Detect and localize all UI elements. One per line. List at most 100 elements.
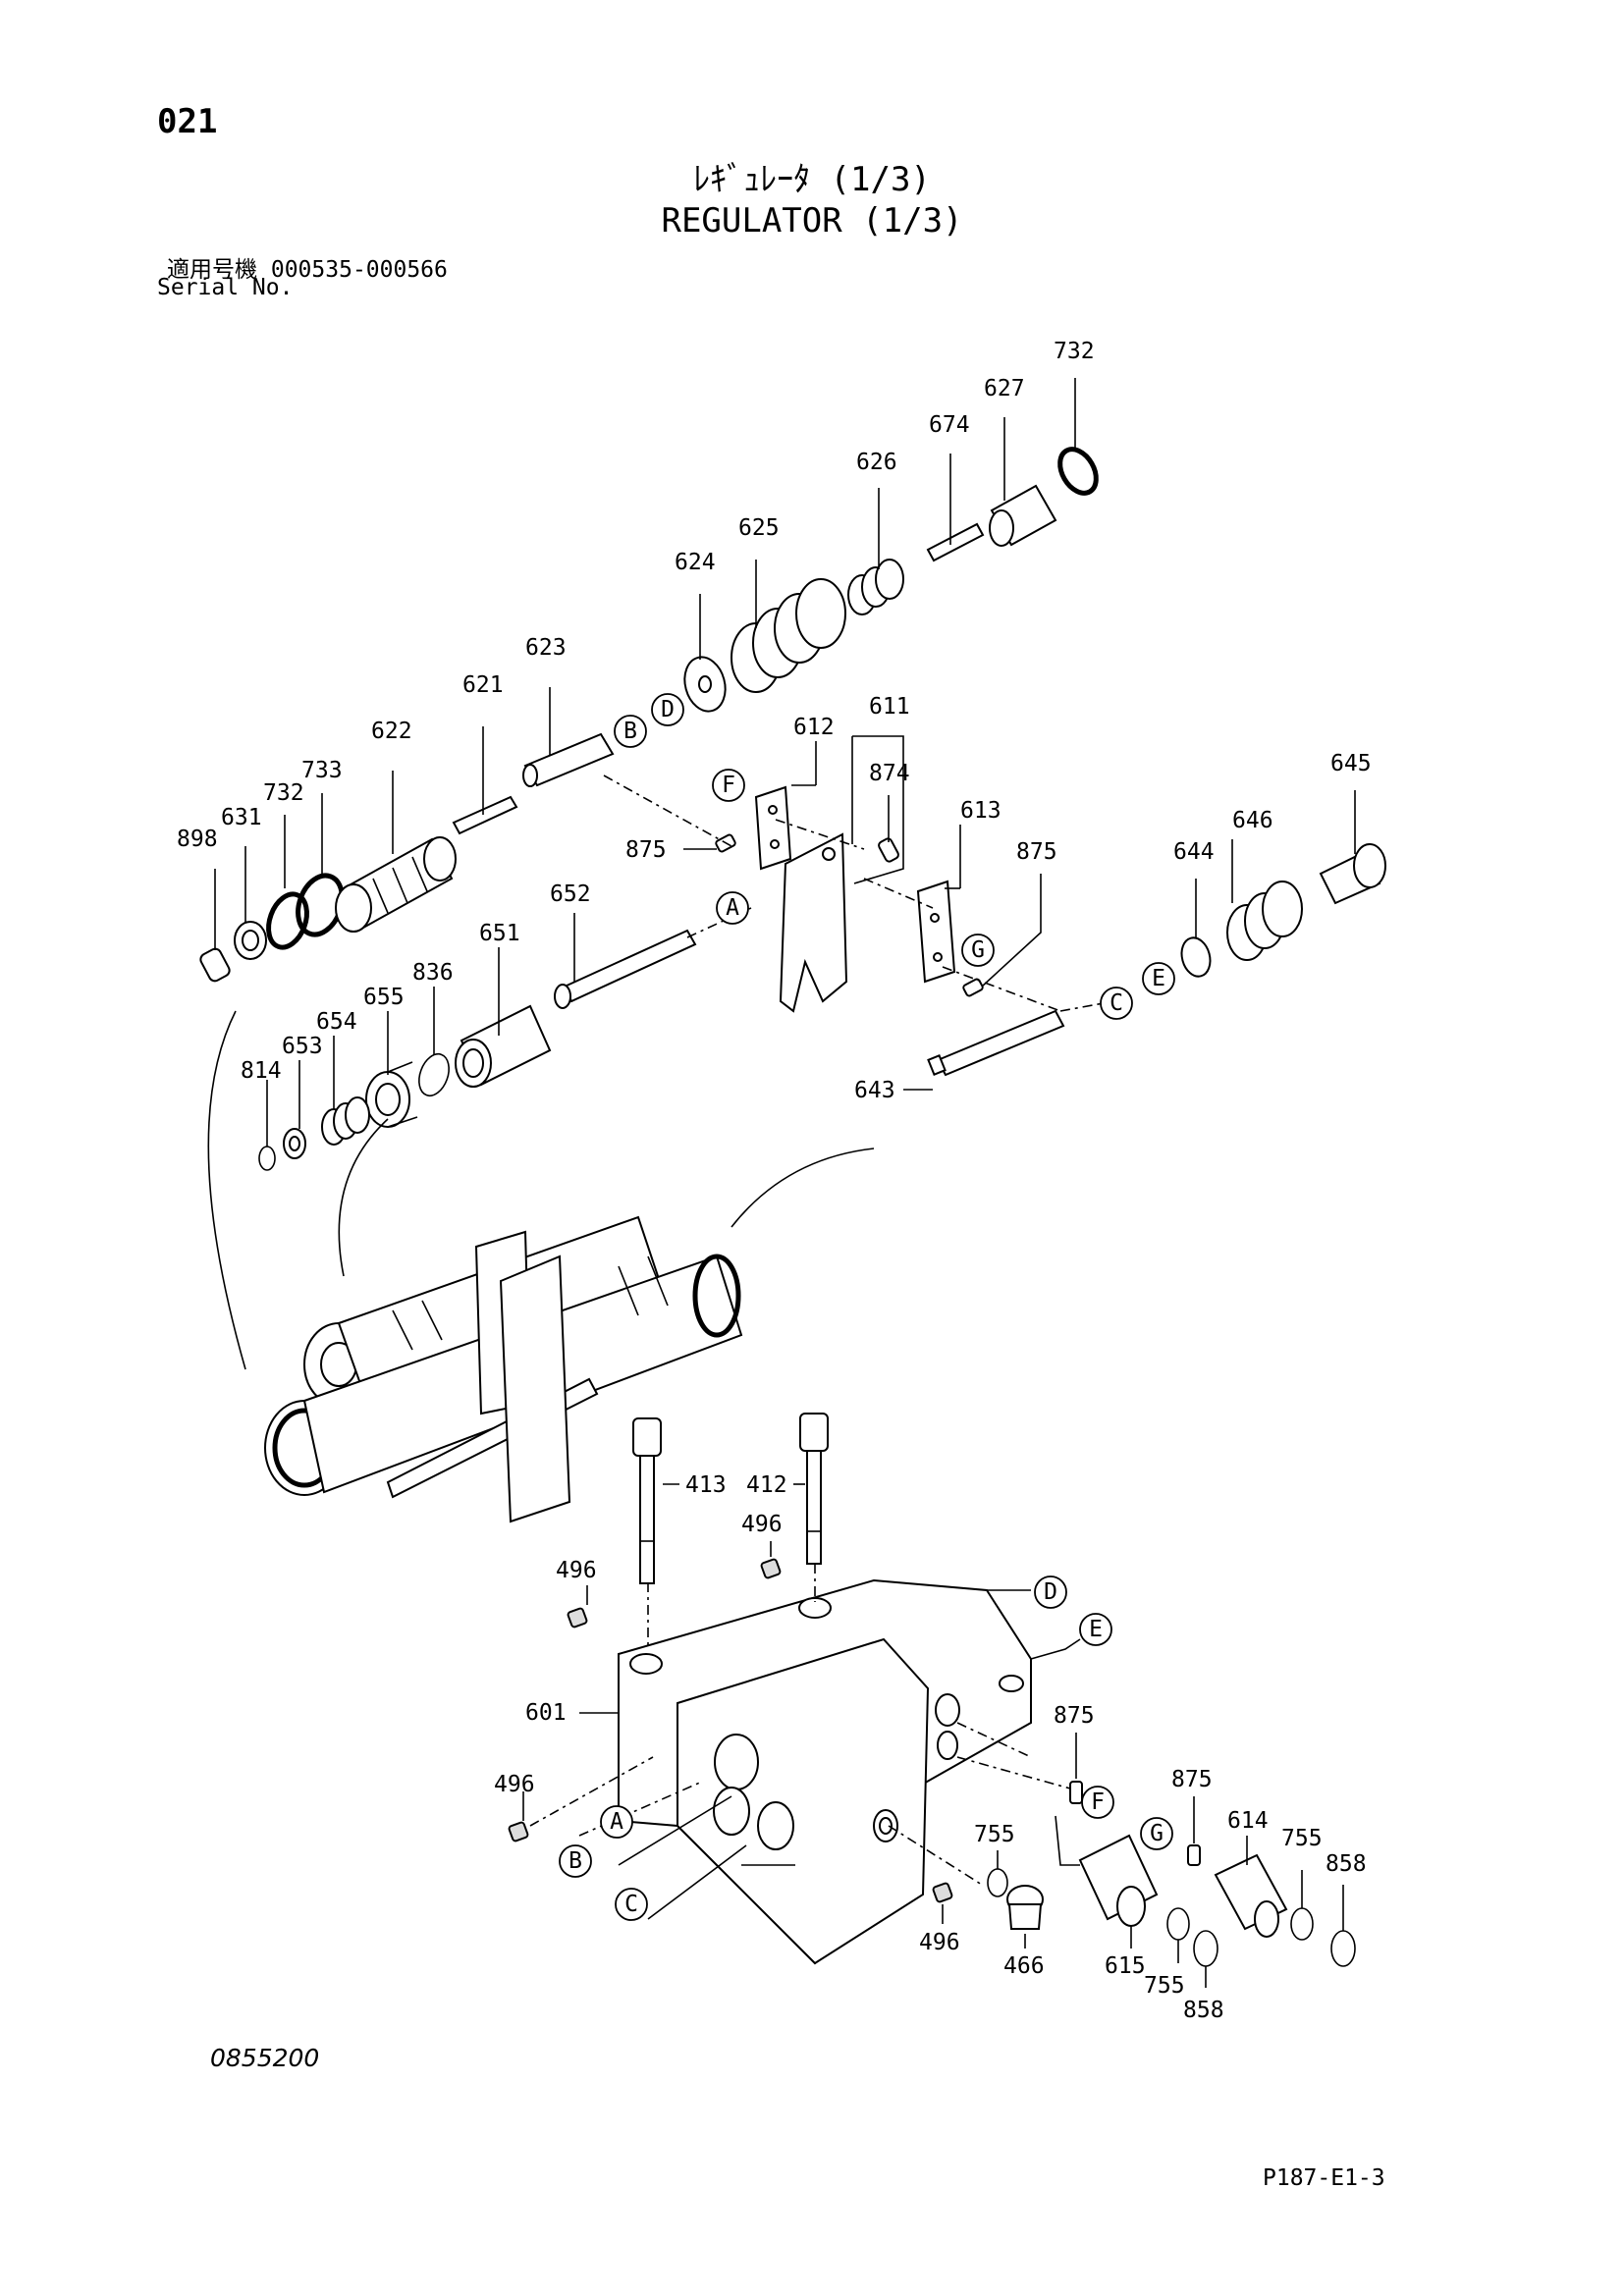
svg-text:C: C <box>624 1892 638 1917</box>
part-653-seat <box>283 1128 306 1159</box>
svg-text:D: D <box>1044 1579 1057 1605</box>
callout-labels: 898 631 732 733 622 621 623 624 625 626 … <box>177 339 1372 2023</box>
part-646-spring <box>1226 881 1303 961</box>
page-code: P187-E1-3 <box>1263 2165 1385 2191</box>
callout-652: 652 <box>550 881 591 907</box>
part-732-o-ring <box>266 891 309 950</box>
callout-733: 733 <box>301 758 343 783</box>
part-674-pin <box>926 522 985 562</box>
reference-circle-b-upper: B <box>614 715 647 748</box>
svg-text:B: B <box>623 719 637 744</box>
callout-496-a: 496 <box>741 1512 783 1537</box>
callout-613: 613 <box>960 798 1001 824</box>
svg-text:E: E <box>1089 1617 1103 1642</box>
callout-412: 412 <box>746 1472 787 1498</box>
part-413-bolt <box>632 1417 662 1584</box>
part-655-sleeve <box>365 1061 418 1128</box>
part-654-spring <box>321 1096 370 1146</box>
reference-circle-e-upper: E <box>1142 962 1175 995</box>
svg-text:G: G <box>1150 1821 1164 1846</box>
reference-circle-g-lower: G <box>1140 1817 1173 1850</box>
part-898-plug <box>199 947 231 983</box>
part-732-o-ring-top <box>1057 447 1099 496</box>
callout-645: 645 <box>1330 751 1372 776</box>
callout-755-b: 755 <box>1144 1973 1185 1999</box>
callout-496-d: 496 <box>919 1930 960 1955</box>
part-624-seat <box>683 656 727 713</box>
callout-612: 612 <box>793 715 835 740</box>
callout-755-a: 755 <box>974 1822 1015 1847</box>
callout-496-c: 496 <box>494 1772 535 1797</box>
svg-text:G: G <box>971 937 985 963</box>
page-number: 021 <box>157 102 218 141</box>
callout-732-top: 732 <box>1054 339 1095 364</box>
part-466-plug <box>1006 1885 1044 1930</box>
callout-621: 621 <box>462 672 504 698</box>
part-651-sleeve <box>455 1004 552 1088</box>
part-875-pin-right <box>962 978 984 997</box>
reference-circle-f-lower: F <box>1081 1786 1114 1819</box>
callout-625: 625 <box>738 515 780 541</box>
part-614-sleeve <box>1214 1853 1288 1938</box>
callout-654: 654 <box>316 1009 357 1035</box>
part-652-spool <box>554 929 697 1009</box>
callout-466: 466 <box>1003 1953 1045 1979</box>
callout-858-b: 858 <box>1326 1851 1367 1877</box>
part-875-pin-lower-b <box>1187 1844 1201 1866</box>
callout-646: 646 <box>1232 808 1273 833</box>
part-874-pin <box>878 837 899 863</box>
callout-655: 655 <box>363 985 405 1010</box>
part-858-snap-ring-b <box>1330 1930 1356 1967</box>
callout-814: 814 <box>241 1058 282 1084</box>
reference-circle-g-upper: G <box>961 934 995 967</box>
callout-624: 624 <box>675 550 716 575</box>
callout-623: 623 <box>525 635 567 661</box>
svg-text:B: B <box>568 1848 582 1874</box>
part-631-sleeve <box>234 921 267 960</box>
part-496-plug-c <box>508 1821 529 1842</box>
reference-circle-c-lower: C <box>615 1888 648 1921</box>
callout-674: 674 <box>929 412 970 438</box>
callout-627: 627 <box>984 376 1025 401</box>
part-601-casing <box>618 1578 1032 1965</box>
callout-413: 413 <box>685 1472 727 1498</box>
svg-text:A: A <box>726 895 739 921</box>
reference-circle-f-upper: F <box>712 769 745 802</box>
part-644-seat <box>1180 936 1212 978</box>
part-755-o-ring-a <box>987 1868 1008 1897</box>
part-615-sleeve <box>1078 1834 1159 1927</box>
svg-text:D: D <box>661 697 675 722</box>
callout-615: 615 <box>1105 1953 1146 1979</box>
part-611-feedback-lever <box>779 832 848 1013</box>
part-496-plug-d <box>932 1882 953 1903</box>
reference-circle-a-upper: A <box>716 891 749 925</box>
part-875-pin-lower-a <box>1069 1781 1083 1804</box>
callout-614: 614 <box>1227 1808 1269 1834</box>
serial-range-line: 適用号機 000535-000566 <box>167 250 448 284</box>
drawing-number: 0855200 <box>210 2044 320 2072</box>
callout-601: 601 <box>525 1700 567 1726</box>
callout-875-lower-a: 875 <box>1054 1703 1095 1729</box>
callout-755-c: 755 <box>1281 1826 1323 1851</box>
callout-622: 622 <box>371 719 412 744</box>
part-621-piston <box>452 795 518 835</box>
part-625-spring <box>731 578 846 693</box>
callout-626: 626 <box>856 450 897 475</box>
part-836-snap-ring <box>418 1052 450 1097</box>
callout-898: 898 <box>177 827 218 852</box>
callout-631: 631 <box>221 805 262 830</box>
reference-circle-d-lower: D <box>1034 1575 1067 1609</box>
callout-732: 732 <box>263 780 304 806</box>
part-627-plug <box>989 484 1057 547</box>
part-496-plug-a <box>567 1607 588 1629</box>
part-858-snap-ring-a <box>1193 1930 1218 1967</box>
title-english: REGULATOR (1/3) <box>661 201 963 240</box>
leader-lines <box>214 378 1356 1988</box>
part-623-spool <box>522 732 615 787</box>
part-755-o-ring-c <box>1290 1907 1314 1941</box>
reference-circle-e-lower: E <box>1079 1613 1112 1646</box>
svg-text:E: E <box>1152 966 1165 991</box>
reference-circle-b-lower: B <box>559 1844 592 1878</box>
serial-range: 000535-000566 <box>270 257 448 283</box>
